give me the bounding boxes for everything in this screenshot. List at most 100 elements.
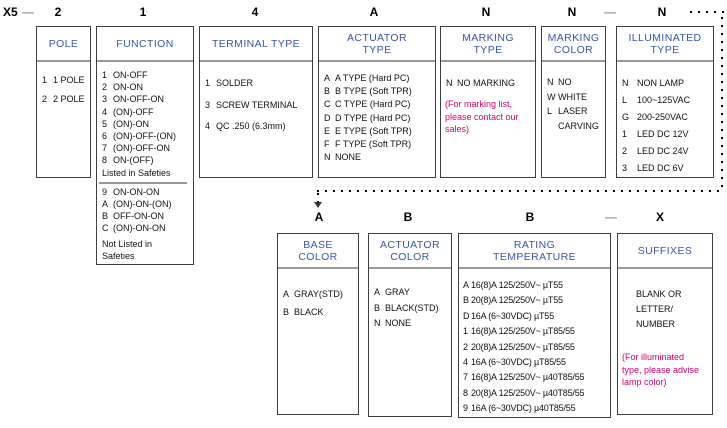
option-label: (ON)-ON-(ON) [113,199,172,210]
option-label: B TYPE (Soft TPR) [335,86,412,97]
option-code: A [374,287,381,297]
option-code: 1 [42,75,48,85]
option-code: 1 [463,326,468,337]
suffixes-note: (For illuminated type, please advise lam… [622,352,700,387]
option-code: E [324,125,331,136]
arrow-down-icon [314,202,322,208]
option-label: 100~125VAC [637,95,691,105]
option-row: C (ON)-ON-ON [97,222,193,234]
option-label: WHITE [558,91,587,102]
option-label: LASER CARVING [558,106,599,131]
option-row: B BLACK(STD) [369,301,451,317]
option-code: A [324,73,331,83]
option-label: LED DC 24V [637,146,689,156]
option-label: ON-OFF [113,70,148,80]
part-prefix: X5 [3,5,18,19]
option-code: D [463,310,470,321]
option-label: D TYPE (Hard PC) [335,112,411,123]
option-label: A TYPE (Hard PC) [335,73,410,83]
option-label: 20(8)A 125/250V~ µT85/55 [471,341,575,352]
option-code: 9 [102,186,108,197]
option-code: B [102,211,109,222]
code-base-color: A [314,210,324,224]
option-label: C TYPE (Hard PC) [335,99,411,110]
option-code: 2 [463,341,468,352]
option-label: BLACK [294,307,324,317]
option-row: A GRAY [369,285,451,301]
option-row: A A TYPE (Hard PC) [319,72,435,85]
option-label: 200-250VAC [637,112,688,122]
function-title: FUNCTION [97,27,193,62]
option-code: B [374,302,381,313]
rating-temperature-title: RATING TEMPERATURE [459,234,610,269]
option-label: 16A (6~30VDC) µT85/55 [471,357,566,368]
option-code: W [547,91,556,102]
option-row: A(ON)-ON-(ON) [97,198,193,210]
option-label: LED DC 6V [637,163,684,173]
option-label: 16(8)A 125/250V~ µT55 [471,280,563,290]
option-label: LED DC 12V [637,129,689,139]
option-code: N [622,78,629,88]
option-label: E TYPE (Soft TPR) [335,125,412,136]
actuator-color-title: ACTUATOR COLOR [369,234,451,269]
option-label: (ON)-ON-ON [113,223,166,234]
option-row: E E TYPE (Soft TPR) [319,125,435,138]
option-label: 20(8)A 125/250V~ µT55 [471,295,563,306]
dash-separator: — [22,5,34,19]
option-code: C [324,99,331,110]
option-label: 16A (6~30VDC) µT55 [471,310,554,321]
actuator-type-title: ACTUATOR TYPE [319,27,435,62]
option-row: 4 QC .250 (6.3mm) [200,116,312,138]
option-row: 4(ON)-OFF [97,106,193,118]
option-code: N [547,77,554,87]
code-illuminated: N [657,5,667,19]
listed-in-safeties-note: Listed in Safeties [102,167,171,178]
not-listed-in-safeties-note: Not Listed in Safeties [102,238,153,261]
option-code: 4 [102,106,108,117]
function-divider [99,181,187,184]
option-label: BLACK(STD) [385,302,439,313]
option-label: 16(8)A 125/250V~ µT85/55 [471,326,575,337]
option-label: NONE [335,152,362,163]
code-actuator-color: B [403,210,413,224]
marking-color-title: MARKING COLOR [542,27,605,62]
dotted-connector-right [721,17,723,191]
code-pole: 2 [54,5,62,19]
option-label: GRAY [385,287,410,297]
option-code: 1 [622,129,628,139]
option-code: N [374,318,381,328]
option-code: 7 [102,143,108,154]
option-code: 4 [205,121,211,131]
option-code: C [102,223,109,234]
option-code: 3 [205,99,211,110]
option-label: ON-OFF-ON [113,94,164,105]
option-row: C C TYPE (Hard PC) [319,98,435,111]
option-code: 9 [463,403,468,414]
illuminated-type-title: ILLUMINATED TYPE [617,27,713,62]
marking-type-note: (For marking list, please contact our sa… [445,99,519,134]
option-label: QC .250 (6.3mm) [216,121,286,131]
